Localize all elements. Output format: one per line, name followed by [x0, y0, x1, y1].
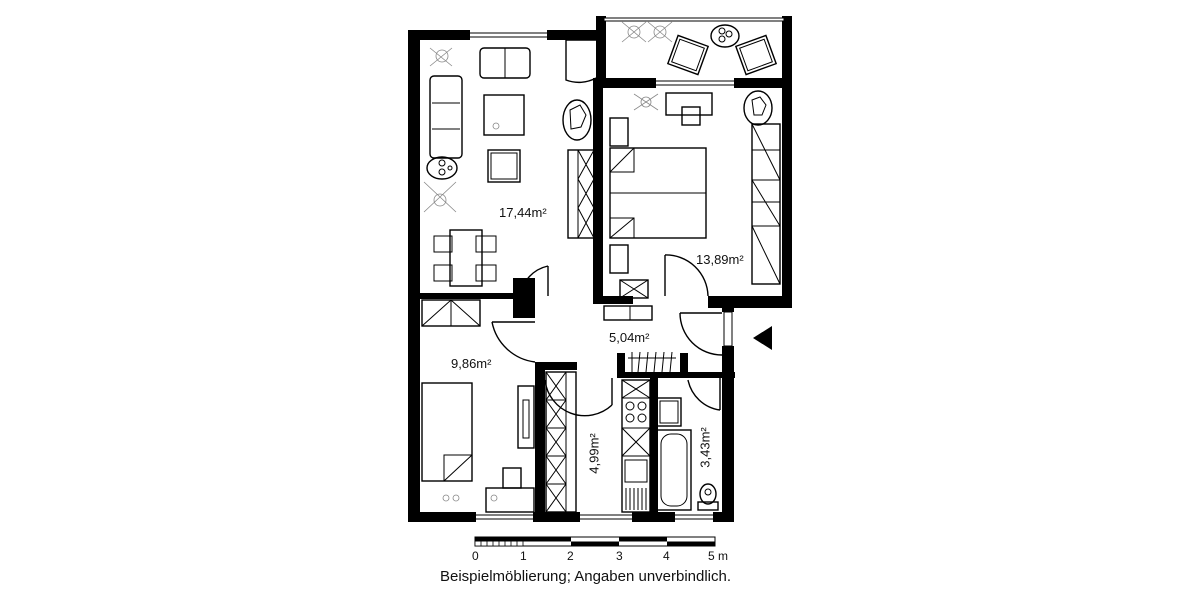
- balcony-furniture: [621, 21, 778, 76]
- room-area-kitchen: 4,99m²: [586, 433, 602, 474]
- scale-tick-2: 2: [567, 549, 574, 563]
- room-area-small-room: 9,86m²: [451, 356, 492, 371]
- room-area-bedroom: 13,89m²: [696, 252, 744, 267]
- bathroom-furniture: [656, 397, 719, 511]
- doors: [491, 39, 723, 417]
- room-area-bathroom: 3,43m²: [697, 427, 713, 468]
- hallway-furniture: [603, 305, 676, 373]
- scale-tick-1: 1: [520, 549, 527, 563]
- kitchen-furniture: [545, 371, 651, 513]
- disclaimer-caption: Beispielmöblierung; Angaben unverbindlic…: [440, 568, 732, 585]
- windows: [470, 30, 734, 522]
- living-room-furniture: [423, 47, 595, 287]
- scale-tick-0: 0: [472, 549, 479, 563]
- scale-tick-4: 4: [663, 549, 670, 563]
- small-room-furniture: [421, 299, 535, 513]
- scale-tick-3: 3: [616, 549, 623, 563]
- scale-bar: [474, 536, 716, 547]
- room-area-living-room: 17,44m²: [499, 205, 547, 220]
- bedroom-furniture: [609, 90, 781, 299]
- entrance-arrow-icon: [753, 326, 772, 350]
- scale-tick-5: 5 m: [708, 549, 729, 563]
- room-area-hallway: 5,04m²: [609, 330, 650, 345]
